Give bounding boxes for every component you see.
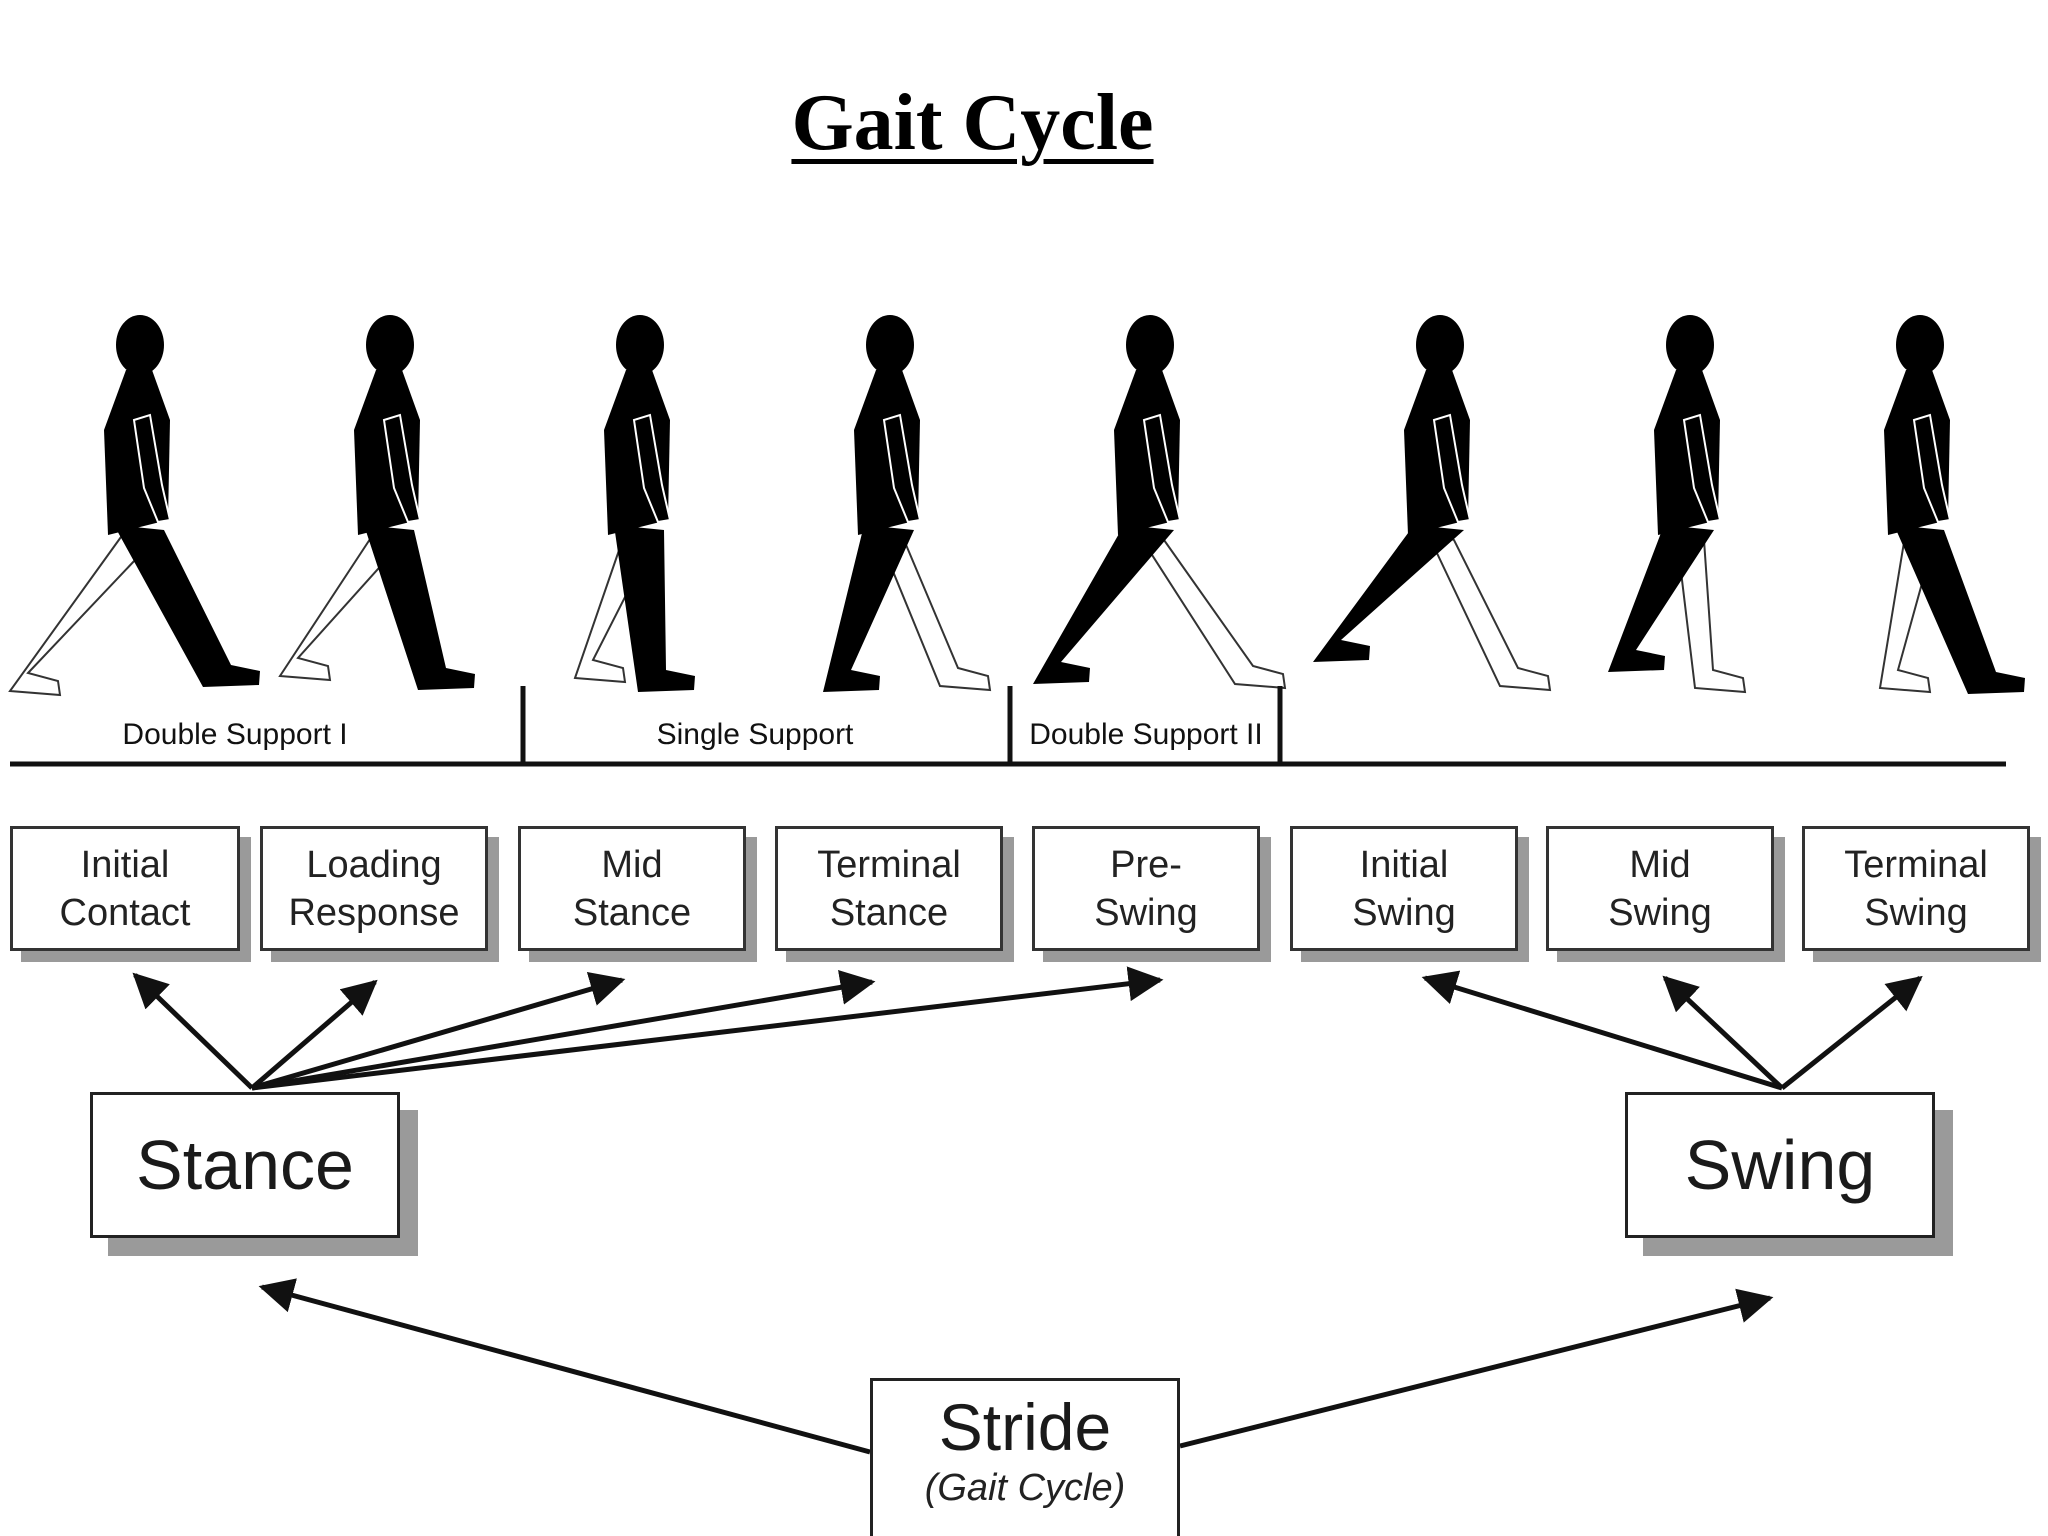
stride-label: Stride xyxy=(938,1390,1112,1464)
arrow-stride-stance xyxy=(258,1278,871,1455)
swing-box: Swing xyxy=(1625,1092,1935,1238)
phase-label: Initial Swing xyxy=(1352,843,1456,934)
phase-label: Pre- Swing xyxy=(1094,843,1198,934)
support-label-double-2: Double Support II xyxy=(1029,718,1263,751)
walking-figure xyxy=(1313,315,1552,692)
walking-figure xyxy=(278,315,475,690)
walking-figure xyxy=(1878,315,2025,694)
walking-figure xyxy=(573,315,695,692)
support-label-double-1: Double Support I xyxy=(122,718,348,751)
walking-figure xyxy=(8,315,260,697)
arrow-stride-swing xyxy=(1179,1288,1774,1449)
phase-label: Initial Contact xyxy=(59,843,191,934)
phase-label: Loading Response xyxy=(288,843,460,934)
phase-box-mid-stance: Mid Stance xyxy=(518,826,746,951)
walking-figure xyxy=(1033,315,1287,690)
stride-box: Stride (Gait Cycle) xyxy=(870,1378,1180,1536)
arrow-swing-terminal-swing xyxy=(1780,975,1923,1090)
walking-figure xyxy=(823,315,992,692)
phase-box-mid-swing: Mid Swing xyxy=(1546,826,1774,951)
stance-label: Stance xyxy=(136,1126,354,1204)
phase-box-initial-contact: Initial Contact xyxy=(10,826,240,951)
phase-label: Terminal Swing xyxy=(1844,843,1988,934)
stride-sublabel: (Gait Cycle) xyxy=(924,1467,1126,1509)
phase-box-pre-swing: Pre- Swing xyxy=(1032,826,1260,951)
support-label-single: Single Support xyxy=(656,718,854,751)
arrow-stance-loading-response xyxy=(250,979,378,1090)
arrow-stance-mid-stance xyxy=(251,972,626,1091)
arrow-stance-pre-swing xyxy=(251,966,1164,1091)
arrow-swing-mid-swing xyxy=(1662,975,1784,1090)
swing-label: Swing xyxy=(1684,1126,1876,1204)
walking-figure xyxy=(1608,315,1747,694)
stance-box: Stance xyxy=(90,1092,400,1238)
phase-label: Mid Stance xyxy=(572,843,692,934)
phase-box-initial-swing: Initial Swing xyxy=(1290,826,1518,951)
arrow-swing-initial-swing xyxy=(1421,970,1783,1091)
phase-box-loading-response: Loading Response xyxy=(260,826,488,951)
phase-box-terminal-stance: Terminal Stance xyxy=(775,826,1003,951)
phase-label: Mid Swing xyxy=(1608,843,1712,934)
arrow-stance-terminal-stance xyxy=(251,970,876,1091)
arrow-stance-initial-contact xyxy=(132,972,254,1090)
page-title: Gait Cycle xyxy=(791,79,1154,167)
phase-label: Terminal Stance xyxy=(817,843,961,934)
phase-box-terminal-swing: Terminal Swing xyxy=(1802,826,2030,951)
